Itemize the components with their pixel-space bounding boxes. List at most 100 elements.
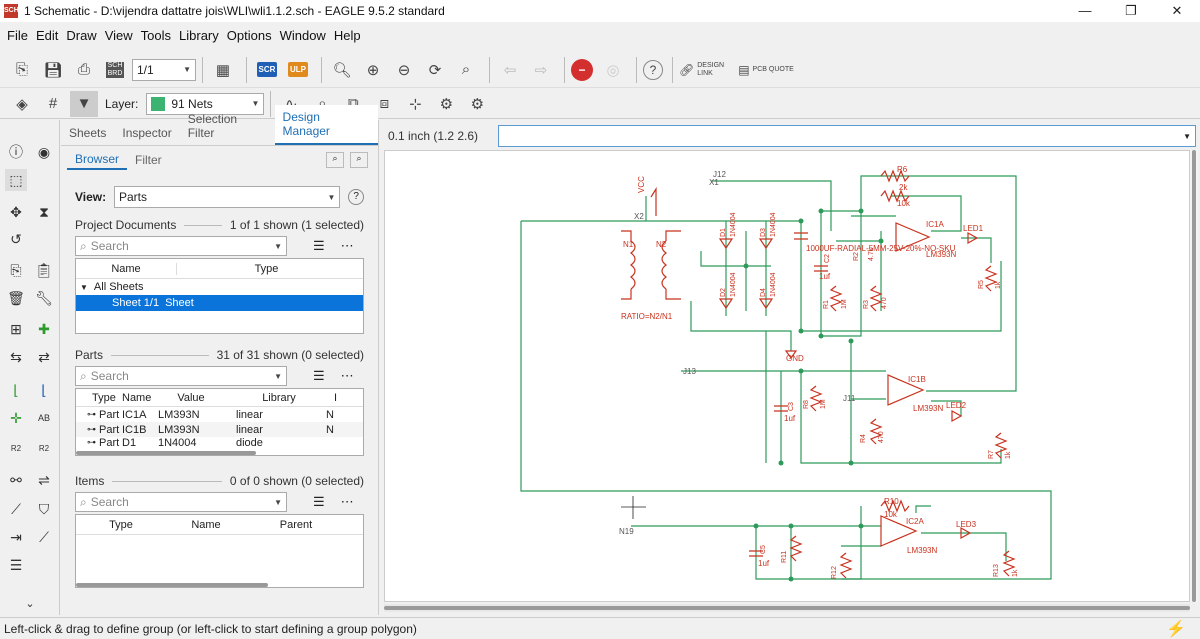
sch-brd-switch-button[interactable]: SCH BRD [101,57,129,83]
erc-icon[interactable]: ⧉ [348,95,359,112]
redo-icon[interactable]: ⇨ [534,61,548,79]
zoom-redraw-icon[interactable]: ⟳ [428,61,442,79]
delete-icon[interactable]: 🗑︎ [7,289,25,306]
miter-icon[interactable]: ⟋ [11,500,21,517]
canvas-hscrollbar[interactable] [384,604,1190,612]
col-type[interactable]: Type [92,391,116,404]
bus-icon[interactable]: ⌊ [41,381,47,398]
list-options-icon[interactable]: ☰ [313,368,325,383]
project-documents-search-input[interactable]: ⌕ Search ▼ [75,236,287,256]
rotate-icon[interactable]: ↺ [10,230,22,247]
layers-icon[interactable]: ◈ [16,95,28,113]
col-name[interactable]: Name [111,262,141,275]
label-icon[interactable]: AB [37,413,50,423]
info-icon[interactable]: ⓘ [9,144,23,160]
col-value[interactable]: Value [177,391,205,404]
zoom-in-icon[interactable]: ⊕ [366,61,380,79]
line-icon[interactable]: ⟋ [39,528,49,545]
layer-select[interactable]: 91 Nets ▼ [146,92,265,115]
schematic-canvas[interactable]: VCC RATIO=N2/N1 N1 N2 R6 2k 10k R10 10k … [384,150,1190,602]
menu-help[interactable]: Help [333,27,361,43]
menu-window[interactable]: Window [279,27,326,43]
scr-button[interactable]: SCR [253,57,281,83]
table-row[interactable]: ⊶ Part D1 1N4004 diode [76,437,363,446]
expand-icon[interactable]: ⌕ [350,152,368,168]
col-library[interactable]: Library [262,391,296,404]
add-net-icon[interactable]: ⊹ [409,95,422,113]
settings-icon[interactable]: ⚙ [439,95,454,113]
zoom-out-icon[interactable]: ⊖ [397,61,411,79]
optimize-icon[interactable]: ⇌ [38,471,50,488]
arrow-into-icon[interactable]: ⇥ [10,528,22,545]
sheet-row[interactable]: Sheet 1/1 Sheet [76,295,363,311]
table-icon[interactable]: ▦ [215,61,231,79]
ulp-button[interactable]: ULP [284,57,312,83]
net-icon[interactable]: ⌊ [13,381,19,398]
command-line-input[interactable]: ▼ [498,125,1196,147]
zoom-select-icon[interactable]: ⌕ [461,61,471,78]
value-icon[interactable]: R2 [38,443,50,453]
minimize-button[interactable]: — [1078,3,1092,18]
filter-icon[interactable]: ▼ [70,90,98,117]
view-select[interactable]: Parts ▼ [113,186,341,208]
sheet-select[interactable]: 1/1 ▼ [132,58,196,81]
save-icon[interactable]: 💾︎ [43,61,63,79]
scroll-thumb[interactable] [1192,150,1196,602]
name-icon[interactable]: R2 [10,443,22,453]
menu-edit[interactable]: Edit [35,27,59,43]
col-i[interactable]: I [334,391,338,404]
wrench-icon[interactable]: 🔧︎ [35,289,53,306]
help-button[interactable]: ? [643,59,663,80]
lightning-icon[interactable]: ⚡ [1166,620,1186,638]
design-link-button[interactable]: 🔗︎ DESIGN LINK [679,57,735,83]
undo-icon[interactable]: ⇦ [503,61,517,79]
subtab-filter[interactable]: Filter [135,153,162,167]
stop-icon[interactable]: − [571,58,593,81]
col-type[interactable]: Type [176,262,356,275]
parts-search-input[interactable]: ⌕ Search ▼ [75,366,287,386]
expand-more-icon[interactable]: ⌄ [25,597,35,610]
group-select-icon[interactable]: ⬚ [5,169,27,191]
list-options-icon[interactable]: ☰ [313,494,325,509]
menu-draw[interactable]: Draw [66,27,97,43]
paste-icon[interactable]: 📋︎ [35,261,53,278]
tag-icon[interactable]: ⛉ [38,500,50,517]
tab-sheets[interactable]: Sheets [69,126,107,140]
add-icon[interactable]: ✚ [38,320,50,337]
subtab-browser[interactable]: Browser [67,150,128,170]
menu-library[interactable]: Library [179,27,219,43]
tab-inspector[interactable]: Inspector [122,126,172,140]
drc-icon[interactable]: ⧈ [379,95,390,112]
view-help-icon[interactable]: ? [348,189,364,205]
print-icon[interactable]: ⎙ [77,61,90,78]
mirror-icon[interactable]: ⧗ [39,203,49,220]
zoom-fit-icon[interactable]: 🔍︎ [332,61,352,79]
text-align-icon[interactable]: ☰ [9,556,23,573]
gate-swap-icon[interactable]: ⇄ [38,348,50,365]
junction-icon[interactable]: ✛ [10,409,22,426]
add-part-icon[interactable]: ⊞ [10,320,22,337]
col-parent[interactable]: Parent [279,518,313,531]
more-icon[interactable]: ⋯ [340,368,354,383]
settings-alt-icon[interactable]: ⚙ [470,95,485,113]
grid-icon[interactable]: # [48,95,58,112]
close-button[interactable]: ✕ [1171,3,1183,18]
parts-hscrollbar[interactable] [76,451,256,455]
tab-design-manager[interactable]: Design Manager [274,105,378,145]
copy-icon[interactable]: ⎘ [10,261,22,278]
table-row[interactable]: ⊶ Part IC1A LM393N linear N [76,407,363,422]
items-hscrollbar[interactable] [76,583,268,587]
pin-swap-icon[interactable]: ⇆ [10,348,22,365]
open-icon[interactable]: ⎘ [15,61,28,78]
table-row[interactable]: ⊶ Part IC1B LM393N linear N [76,422,363,437]
inspect-icon[interactable]: ⌕ [318,95,327,112]
tree-group[interactable]: ▼ All Sheets [76,279,363,295]
more-icon[interactable]: ⋯ [340,238,354,253]
more-icon[interactable]: ⋯ [340,494,354,509]
scroll-thumb[interactable] [384,606,1190,610]
canvas-vscrollbar[interactable] [1190,150,1198,602]
show-icon[interactable]: ◉ [37,143,51,160]
menu-options[interactable]: Options [226,27,272,43]
menu-tools[interactable]: Tools [140,27,172,43]
col-name[interactable]: Name [191,518,221,531]
